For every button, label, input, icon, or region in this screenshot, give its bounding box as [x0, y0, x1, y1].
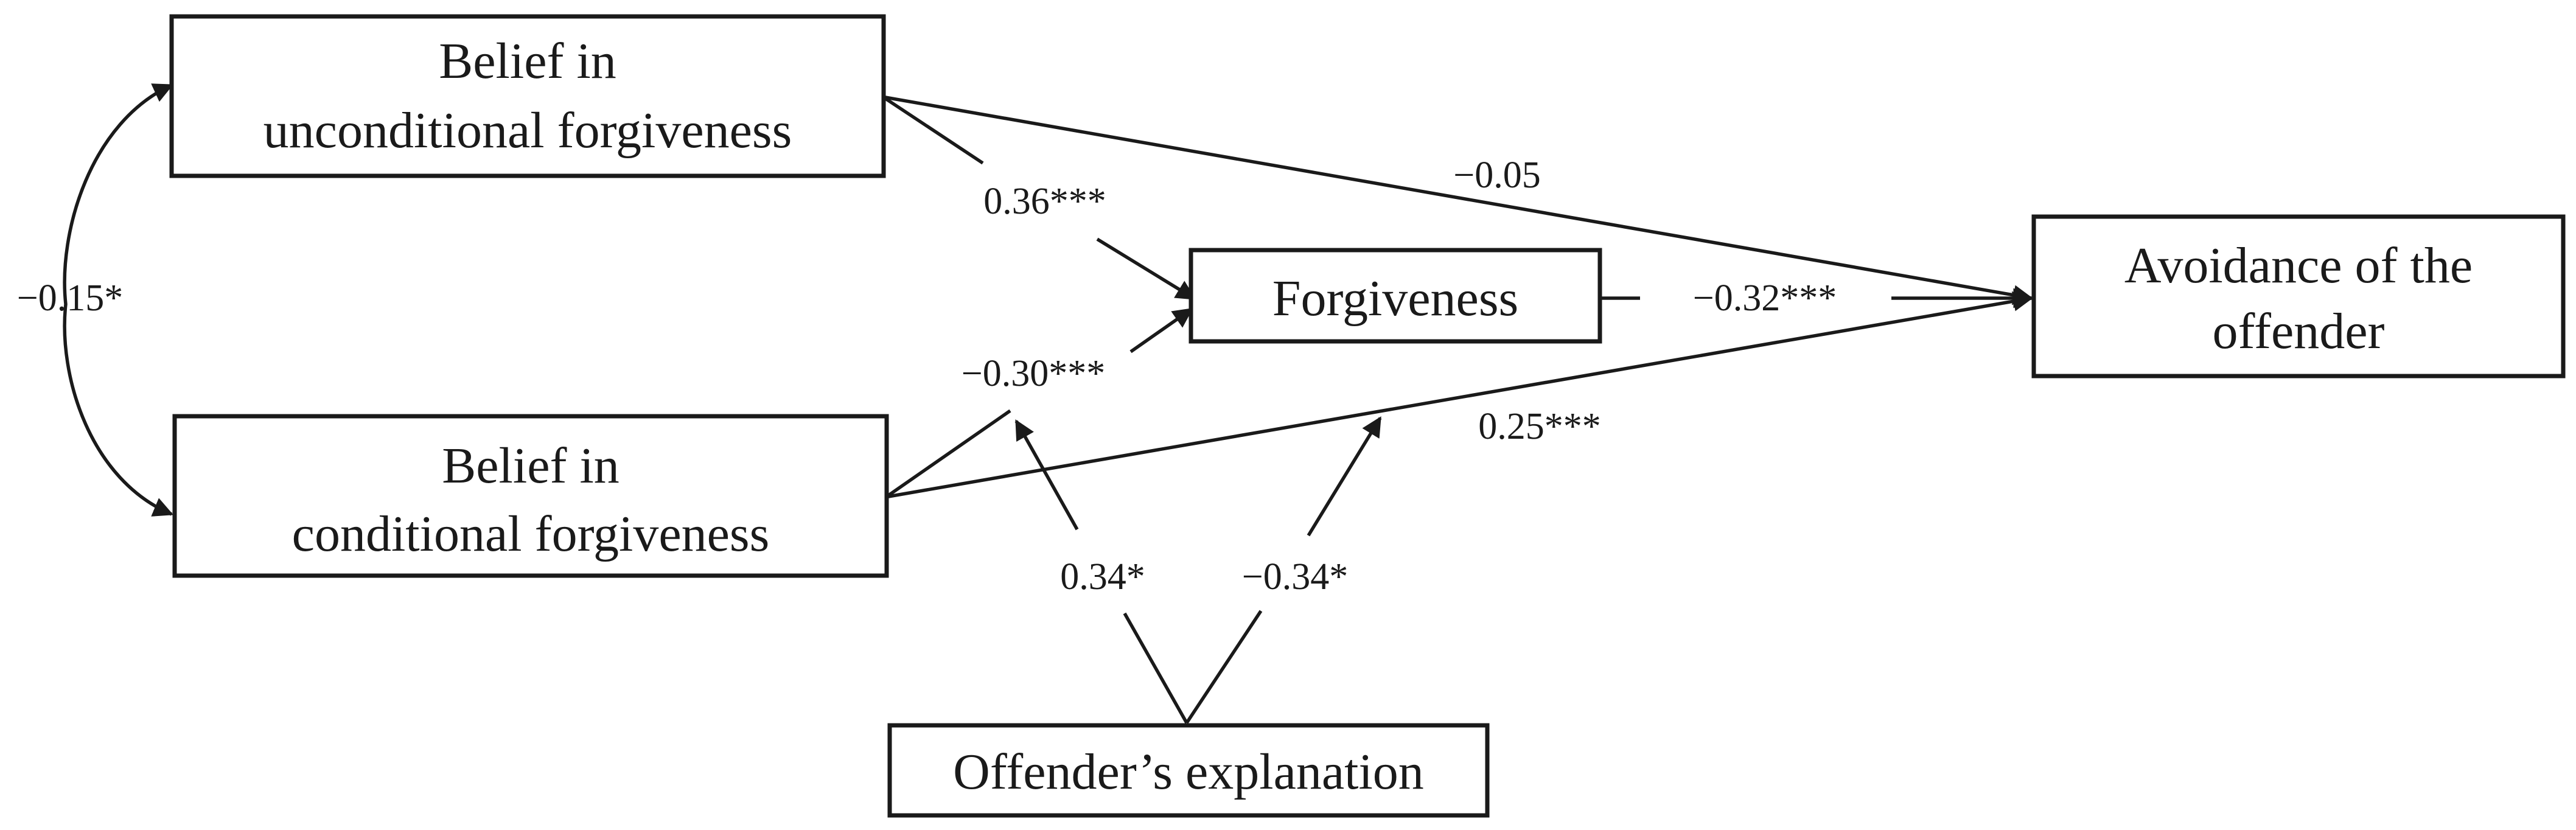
node-avoidance-line2: offender — [2213, 303, 2385, 360]
node-belief-unconditional-line1: Belief in — [439, 33, 616, 89]
coef-unconditional-to-forgiveness: 0.36*** — [983, 181, 1106, 222]
conditional-to-forgiveness-line-b — [1129, 307, 1193, 354]
conditional-to-forgiveness-line-a — [887, 409, 1011, 497]
node-offender-explanation-label: Offender’s explanation — [953, 744, 1424, 800]
explanation-moderation-left-line-a — [1123, 612, 1189, 724]
node-belief-unconditional: Belief in unconditional forgiveness — [169, 14, 886, 178]
unconditional-to-forgiveness-line-b — [1096, 237, 1196, 301]
coef-conditional-to-avoidance: 0.25*** — [1478, 406, 1601, 447]
explanation-moderation-right-line-a — [1185, 610, 1263, 724]
node-belief-conditional-line2: conditional forgiveness — [292, 506, 770, 562]
node-forgiveness: Forgiveness — [1189, 248, 1602, 344]
explanation-moderation-right-line-b — [1307, 416, 1382, 537]
node-belief-unconditional-line2: unconditional forgiveness — [264, 102, 792, 159]
coef-explanation-moderation-left: 0.34* — [1060, 556, 1145, 598]
unconditional-to-avoidance-line — [885, 96, 2034, 305]
coef-covariance-beliefs: −0.15* — [17, 277, 123, 319]
node-avoidance-line1: Avoidance of the — [2124, 237, 2473, 294]
node-belief-conditional: Belief in conditional forgiveness — [172, 414, 889, 578]
coef-unconditional-to-avoidance: −0.05 — [1453, 155, 1540, 196]
coef-forgiveness-to-avoidance: −0.32*** — [1693, 277, 1837, 319]
unconditional-to-forgiveness-line-a — [884, 97, 984, 165]
node-forgiveness-label: Forgiveness — [1272, 270, 1518, 327]
covariance-arc — [63, 83, 174, 517]
explanation-moderation-left-line-b — [1014, 419, 1079, 531]
node-belief-conditional-line1: Belief in — [442, 438, 620, 494]
coef-conditional-to-forgiveness: −0.30*** — [962, 353, 1105, 394]
conditional-to-avoidance-line — [888, 291, 2034, 498]
node-offender-explanation: Offender’s explanation — [887, 723, 1490, 818]
edges — [63, 83, 2034, 724]
coefficients: 0.36*** −0.30*** −0.05 −0.32*** 0.25*** … — [17, 155, 1837, 598]
node-avoidance: Avoidance of the offender — [2031, 214, 2566, 378]
coef-explanation-moderation-right: −0.34* — [1242, 556, 1348, 598]
